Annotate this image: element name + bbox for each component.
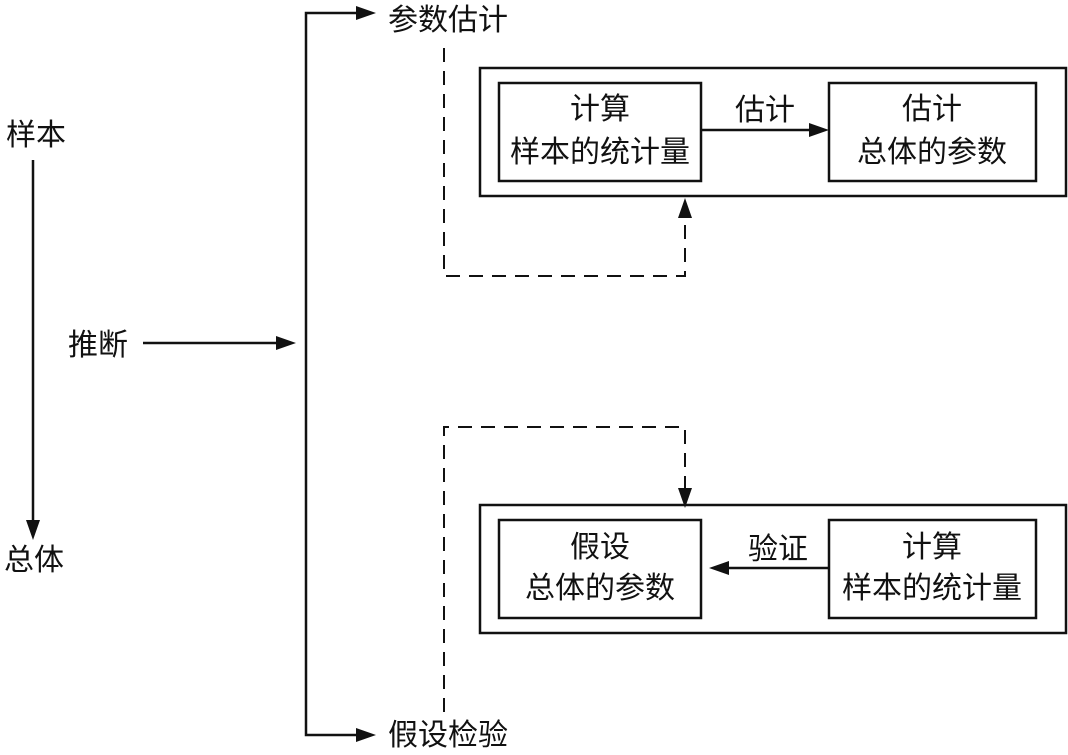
hypothesize-parameter-line2: 总体的参数 — [525, 571, 675, 606]
estimate-arrowhead — [809, 123, 829, 137]
population-label: 总体 — [4, 543, 64, 578]
compute-statistic-line1: 计算 — [570, 92, 630, 127]
compute-statistic-2-line1: 计算 — [902, 530, 962, 565]
verify-arrow-label: 验证 — [748, 532, 808, 567]
sample-to-population-arrowhead — [26, 520, 40, 540]
hypothesize-parameter-line1: 假设 — [570, 530, 630, 565]
estimation-branch-arrowhead — [356, 6, 376, 20]
testing-dashed-arrowhead — [678, 488, 692, 508]
compute-statistic-box — [497, 81, 703, 183]
estimation-outer-box — [478, 66, 1068, 198]
sample-label: 样本 — [6, 118, 66, 153]
testing-branch-arrowhead — [356, 728, 376, 742]
estimate-arrow-label: 估计 — [735, 93, 795, 128]
hypothesis-testing-title: 假设检验 — [388, 718, 508, 753]
inference-label: 推断 — [68, 328, 128, 363]
compute-statistic-2-line2: 样本的统计量 — [842, 571, 1022, 606]
hypothesize-parameter-box — [497, 518, 703, 620]
inference-bracket — [304, 11, 358, 737]
verify-arrowhead — [709, 561, 729, 575]
compute-statistic-line2: 样本的统计量 — [510, 135, 690, 170]
testing-outer-box — [478, 503, 1068, 635]
estimation-dashed-arrowhead — [678, 198, 692, 218]
inference-arrowhead — [276, 336, 296, 350]
compute-statistic-box-2 — [827, 518, 1038, 620]
estimation-dashed-connector — [443, 48, 686, 277]
estimate-parameter-line1: 估计 — [902, 92, 962, 127]
estimate-parameter-box — [827, 81, 1038, 183]
param-estimation-title: 参数估计 — [388, 3, 508, 38]
testing-dashed-connector — [443, 426, 686, 712]
estimate-parameter-line2: 总体的参数 — [857, 135, 1007, 170]
